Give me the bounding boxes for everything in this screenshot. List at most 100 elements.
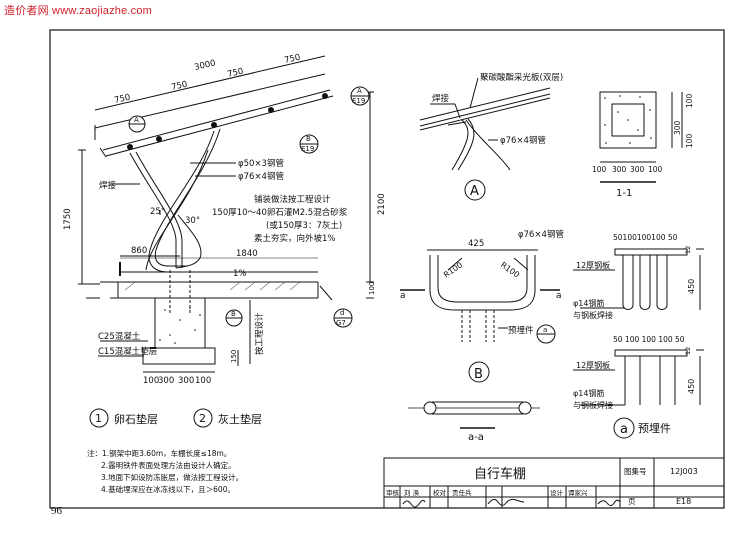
r100-right: R100	[499, 260, 521, 279]
paving-line-3: (或150厚3：7灰土)	[266, 220, 342, 231]
paving-line-4: 素土夯实，向外坡1%	[254, 233, 336, 244]
c25-label: C25混凝土	[98, 331, 141, 342]
r100-left: R100	[442, 260, 464, 279]
s11-bottom-2: 300	[612, 165, 627, 174]
dim-450-b: 450	[687, 379, 696, 394]
dim-2100: 2100	[377, 193, 387, 215]
detail-b	[400, 249, 560, 383]
svg-text:B: B	[306, 135, 311, 143]
title-block-text: 自行车棚 图集号 12J003 页 E18 审核 刘 涣 校对 责任兵 设计 谭…	[386, 466, 698, 508]
embedded-marker: a	[620, 422, 628, 437]
atlas-no: 12J003	[670, 467, 698, 476]
detail-b-labels: 425 φ76×4钢管 R100 R100 a a 预埋件 B	[400, 229, 564, 382]
side-a-left: a	[400, 291, 406, 301]
panel-label: 聚碳酸酯采光板(双层)	[480, 72, 563, 83]
detail-a-weld: 焊接	[432, 93, 450, 104]
pipe-50-label: φ50×3钢管	[238, 158, 284, 169]
callouts-main: A A E19 B E19 B d G7	[128, 86, 370, 328]
s11-right-dim-1: 100	[685, 93, 694, 108]
legend-item-2: 2 灰土垫层	[193, 408, 262, 428]
dim-bottom-2: 300	[158, 376, 174, 386]
angle-30: 30°	[185, 216, 200, 226]
page-number: 96	[51, 505, 62, 517]
callout-b-e19: B E19	[299, 134, 319, 154]
svg-text:灰土垫层: 灰土垫层	[218, 412, 262, 426]
callout-d-g7: d G7	[333, 308, 353, 328]
title-block	[383, 457, 725, 509]
dim-100: 100	[368, 282, 376, 295]
dim-425: 425	[468, 239, 484, 249]
detail-a-marker: A	[470, 184, 479, 199]
dim-12-a: 12	[684, 246, 692, 254]
svg-text:B: B	[231, 310, 236, 318]
name-design: 谭家兴	[568, 488, 588, 497]
svg-text:A: A	[357, 87, 362, 95]
plate-label-1: 12厚钢板	[576, 260, 610, 270]
note-1: 注：1.钢架中距3.60m，车棚长度≤18m。	[87, 448, 231, 458]
section-a-a	[408, 401, 540, 429]
dim-750-1: 750	[113, 93, 131, 106]
embedded-part	[573, 248, 704, 439]
s11-bottom-1: 100	[592, 165, 607, 174]
section-1-1-label: 1-1	[616, 188, 632, 199]
embedded-title: 预埋件	[638, 422, 671, 435]
dim-bottom-3: 300	[178, 376, 194, 386]
svg-text:d: d	[340, 309, 344, 317]
detail-b-marker: B	[474, 367, 483, 382]
rebar-label-2b: 与钢板焊接	[573, 400, 613, 410]
legend: 1 卵石垫层 2 灰土垫层	[89, 408, 262, 428]
callout-b-bottom: B	[225, 309, 243, 327]
svg-text:a: a	[543, 326, 547, 334]
detail-a	[419, 77, 551, 201]
section-a-a-label: a-a	[468, 432, 484, 443]
s11-bottom-3: 300	[630, 165, 645, 174]
dim-1840: 1840	[236, 249, 258, 259]
svg-text:2: 2	[199, 412, 206, 425]
name-review: 刘 涣	[404, 488, 420, 497]
plate-label-2: 12厚钢板	[576, 360, 610, 370]
page-no: E18	[676, 497, 691, 506]
rebar-label-2a: φ14钢筋	[573, 388, 604, 398]
callout-e19-top: A E19	[350, 86, 370, 106]
pipe-76-label: φ76×4钢管	[238, 171, 284, 182]
watermark-text: 造价者网 www.zaojiazhe.com	[4, 5, 153, 17]
dim-860: 860	[131, 246, 147, 256]
atlas-no-label: 图集号	[624, 466, 647, 476]
svg-text:A: A	[134, 116, 139, 124]
dim-750-4: 750	[283, 53, 301, 66]
svg-text:G7: G7	[336, 319, 346, 327]
embed-dims-1: 50100100100 50	[613, 233, 678, 242]
detail-a-labels: 聚碳酸酯采光板(双层) 焊接 φ76×4钢管 A	[432, 72, 563, 199]
s11-right-dim-2: 300	[673, 120, 682, 135]
svg-text:1: 1	[95, 412, 102, 425]
dim-150: 150	[230, 350, 238, 363]
notes: 注：1.钢架中距3.60m，车棚长度≤18m。 2.露明铁件表面处理方法由设计人…	[87, 448, 243, 494]
signature-check	[487, 498, 525, 506]
svg-text:卵石垫层: 卵石垫层	[114, 412, 158, 426]
slope-label: 1%	[233, 269, 247, 279]
drawing-title: 自行车棚	[474, 466, 526, 482]
paving-line-1: 铺装做法按工程设计	[254, 194, 331, 205]
embed-label: 预埋件	[508, 325, 534, 336]
legend-item-1: 1 卵石垫层	[89, 408, 158, 428]
weld-label: 焊接	[99, 180, 117, 191]
rebar-label-1b: 与钢板焊接	[573, 310, 613, 320]
svg-text:E19: E19	[352, 97, 365, 105]
signature-review	[402, 499, 426, 508]
callout-a: A	[128, 115, 146, 133]
dim-12-b: 12	[684, 347, 692, 355]
dim-750-2: 750	[170, 80, 188, 93]
signature-design	[597, 499, 621, 506]
dim-750-3: 750	[226, 67, 244, 80]
section-1-1	[599, 91, 683, 183]
side-a-right: a	[556, 291, 562, 301]
main-drawing-labels: 3000 750 750 750 750 1750 2100 100 25° 3…	[63, 53, 387, 386]
name-check: 责任兵	[452, 488, 472, 497]
note-3: 3.地面下如设防冻胀层，做法按工程设计。	[101, 472, 243, 482]
section-1-1-labels: 100 300 100 100 300 300 100 1-1	[592, 93, 694, 199]
note-4: 4.基础埋深应在冰冻线以下，且＞600。	[101, 484, 235, 494]
role-check: 校对	[433, 488, 447, 497]
dim-1750: 1750	[63, 208, 73, 230]
angle-25: 25°	[150, 207, 165, 217]
